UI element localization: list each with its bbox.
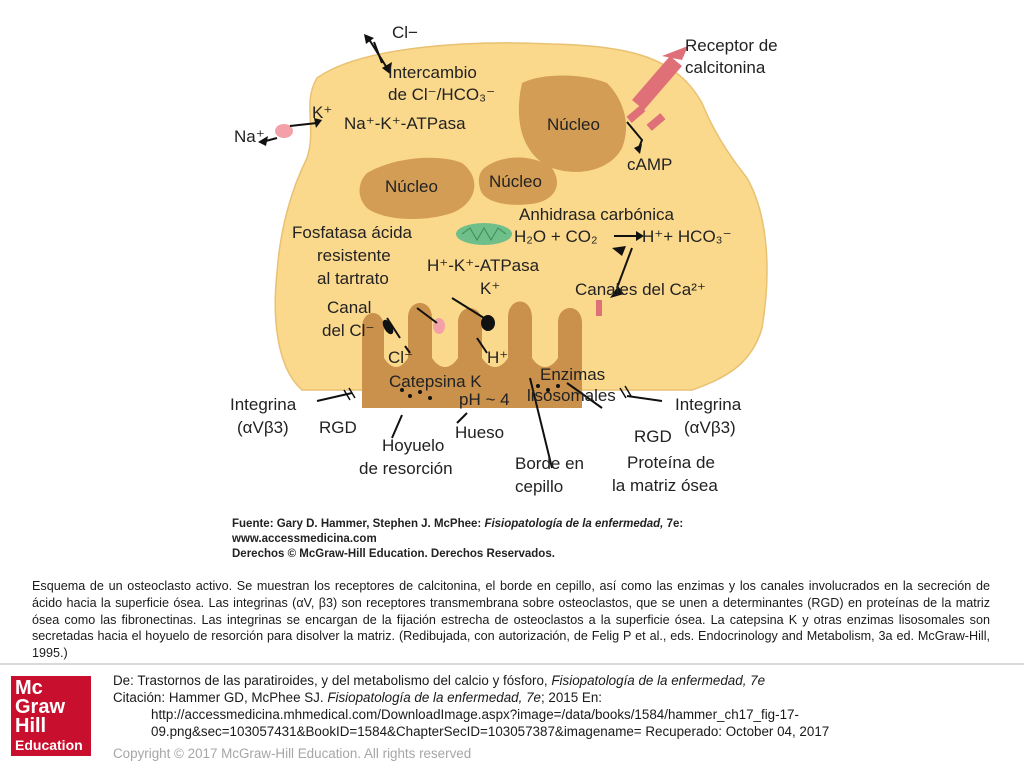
url-line-1[interactable]: http://accessmedicina.mhmedical.com/Down…: [151, 707, 799, 722]
label-cl-channel-1: Canal: [327, 298, 371, 317]
label-h-k-atpase: H⁺-K⁺-ATPasa: [427, 256, 540, 275]
label-carbonic-anhydrase: Anhidrasa carbónica: [519, 205, 675, 224]
label-k-top: K⁺: [312, 103, 332, 122]
url-line-2[interactable]: 09.png&sec=103057431&BookID=1584&Chapter…: [151, 724, 830, 739]
citation-line: Citación: Hammer GD, McPhee SJ. Fisiopat…: [113, 690, 603, 705]
label-brush-2: cepillo: [515, 477, 563, 496]
label-cl-top: Cl−: [392, 23, 418, 42]
label-cathepsin: Catepsina K: [389, 372, 482, 391]
calcitonin-receptor: [626, 46, 688, 131]
label-brush-1: Borde en: [515, 454, 584, 473]
label-ph: pH ~ 4: [459, 390, 510, 409]
label-integrin-left-2: (αVβ3): [237, 418, 289, 437]
osteoclast-diagram: Cl− Intercambio de Cl⁻/HCO₃⁻ Receptor de…: [230, 23, 778, 560]
label-rgd-right: RGD: [634, 427, 672, 446]
label-enzymes-2: lisosomales: [527, 386, 616, 405]
label-camp: cAMP: [627, 155, 672, 174]
mitochondrion: [456, 223, 512, 245]
nucleus-right: [518, 75, 627, 172]
ca-channel: [596, 300, 602, 316]
label-k-middle: K⁺: [480, 279, 500, 298]
label-cl-channel-2: del Cl⁻: [322, 321, 374, 340]
label-nucleus-right: Núcleo: [547, 115, 600, 134]
source-line-3: Derechos © McGraw-Hill Education. Derech…: [232, 548, 555, 560]
label-na-k-atpase: Na⁺-K⁺-ATPasa: [344, 114, 466, 133]
osteoclast-cell: [274, 42, 768, 391]
logo-line-2: Graw: [15, 696, 66, 718]
divider: [0, 663, 1024, 665]
label-integrin-right-1: Integrina: [675, 395, 742, 414]
label-matrix-2: la matriz ósea: [612, 476, 718, 495]
label-enzymes-1: Enzimas: [540, 365, 605, 384]
label-bone: Hueso: [455, 423, 504, 442]
label-matrix-1: Proteína de: [627, 453, 715, 472]
label-pit-1: Hoyuelo: [382, 436, 444, 455]
copyright-notice: Copyright © 2017 McGraw-Hill Education. …: [113, 746, 472, 761]
bone-layer: [362, 390, 582, 408]
figure-caption: Esquema de un osteoclasto activo. Se mue…: [32, 579, 990, 661]
label-phosphatase-1: Fosfatasa ácida: [292, 223, 413, 242]
label-pit-2: de resorción: [359, 459, 453, 478]
label-rgd-left: RGD: [319, 418, 357, 437]
label-nucleus-center: Núcleo: [489, 172, 542, 191]
label-phosphatase-3: al tartrato: [317, 269, 389, 288]
label-h-bottom: H⁺: [487, 348, 508, 367]
logo-line-4: Education: [15, 737, 83, 753]
label-cl-bottom: Cl⁻: [388, 348, 413, 367]
na-k-pump: [275, 124, 293, 138]
from-line: De: Trastornos de las paratiroides, y de…: [113, 673, 766, 688]
label-calcitonin-2: calcitonina: [685, 58, 766, 77]
resorption-zone: [362, 301, 582, 390]
source-line-1: Fuente: Gary D. Hammer, Stephen J. McPhe…: [232, 518, 683, 530]
mcgraw-hill-logo: Mc Graw Hill Education: [11, 676, 91, 756]
label-integrin-left-1: Integrina: [230, 395, 297, 414]
label-exchange-2: de Cl⁻/HCO₃⁻: [388, 85, 495, 104]
label-ca-channels: Canales del Ca²⁺: [575, 280, 706, 299]
reference-block: De: Trastornos de las paratiroides, y de…: [113, 672, 1013, 740]
logo-line-1: Mc: [15, 677, 43, 699]
label-integrin-right-2: (αVβ3): [684, 418, 736, 437]
label-calcitonin-1: Receptor de: [685, 36, 778, 55]
label-reaction-left: H₂O + CO₂: [514, 227, 598, 246]
label-nucleus-left: Núcleo: [385, 177, 438, 196]
label-reaction-right: H⁺+ HCO₃⁻: [642, 227, 732, 246]
nucleus-left: [359, 157, 475, 220]
source-line-2: www.accessmedicina.com: [231, 533, 377, 545]
label-exchange-1: Intercambio: [388, 63, 477, 82]
logo-line-3: Hill: [15, 715, 47, 737]
label-na: Na⁺: [234, 127, 265, 146]
nucleus-center: [478, 157, 557, 205]
label-phosphatase-2: resistente: [317, 246, 391, 265]
